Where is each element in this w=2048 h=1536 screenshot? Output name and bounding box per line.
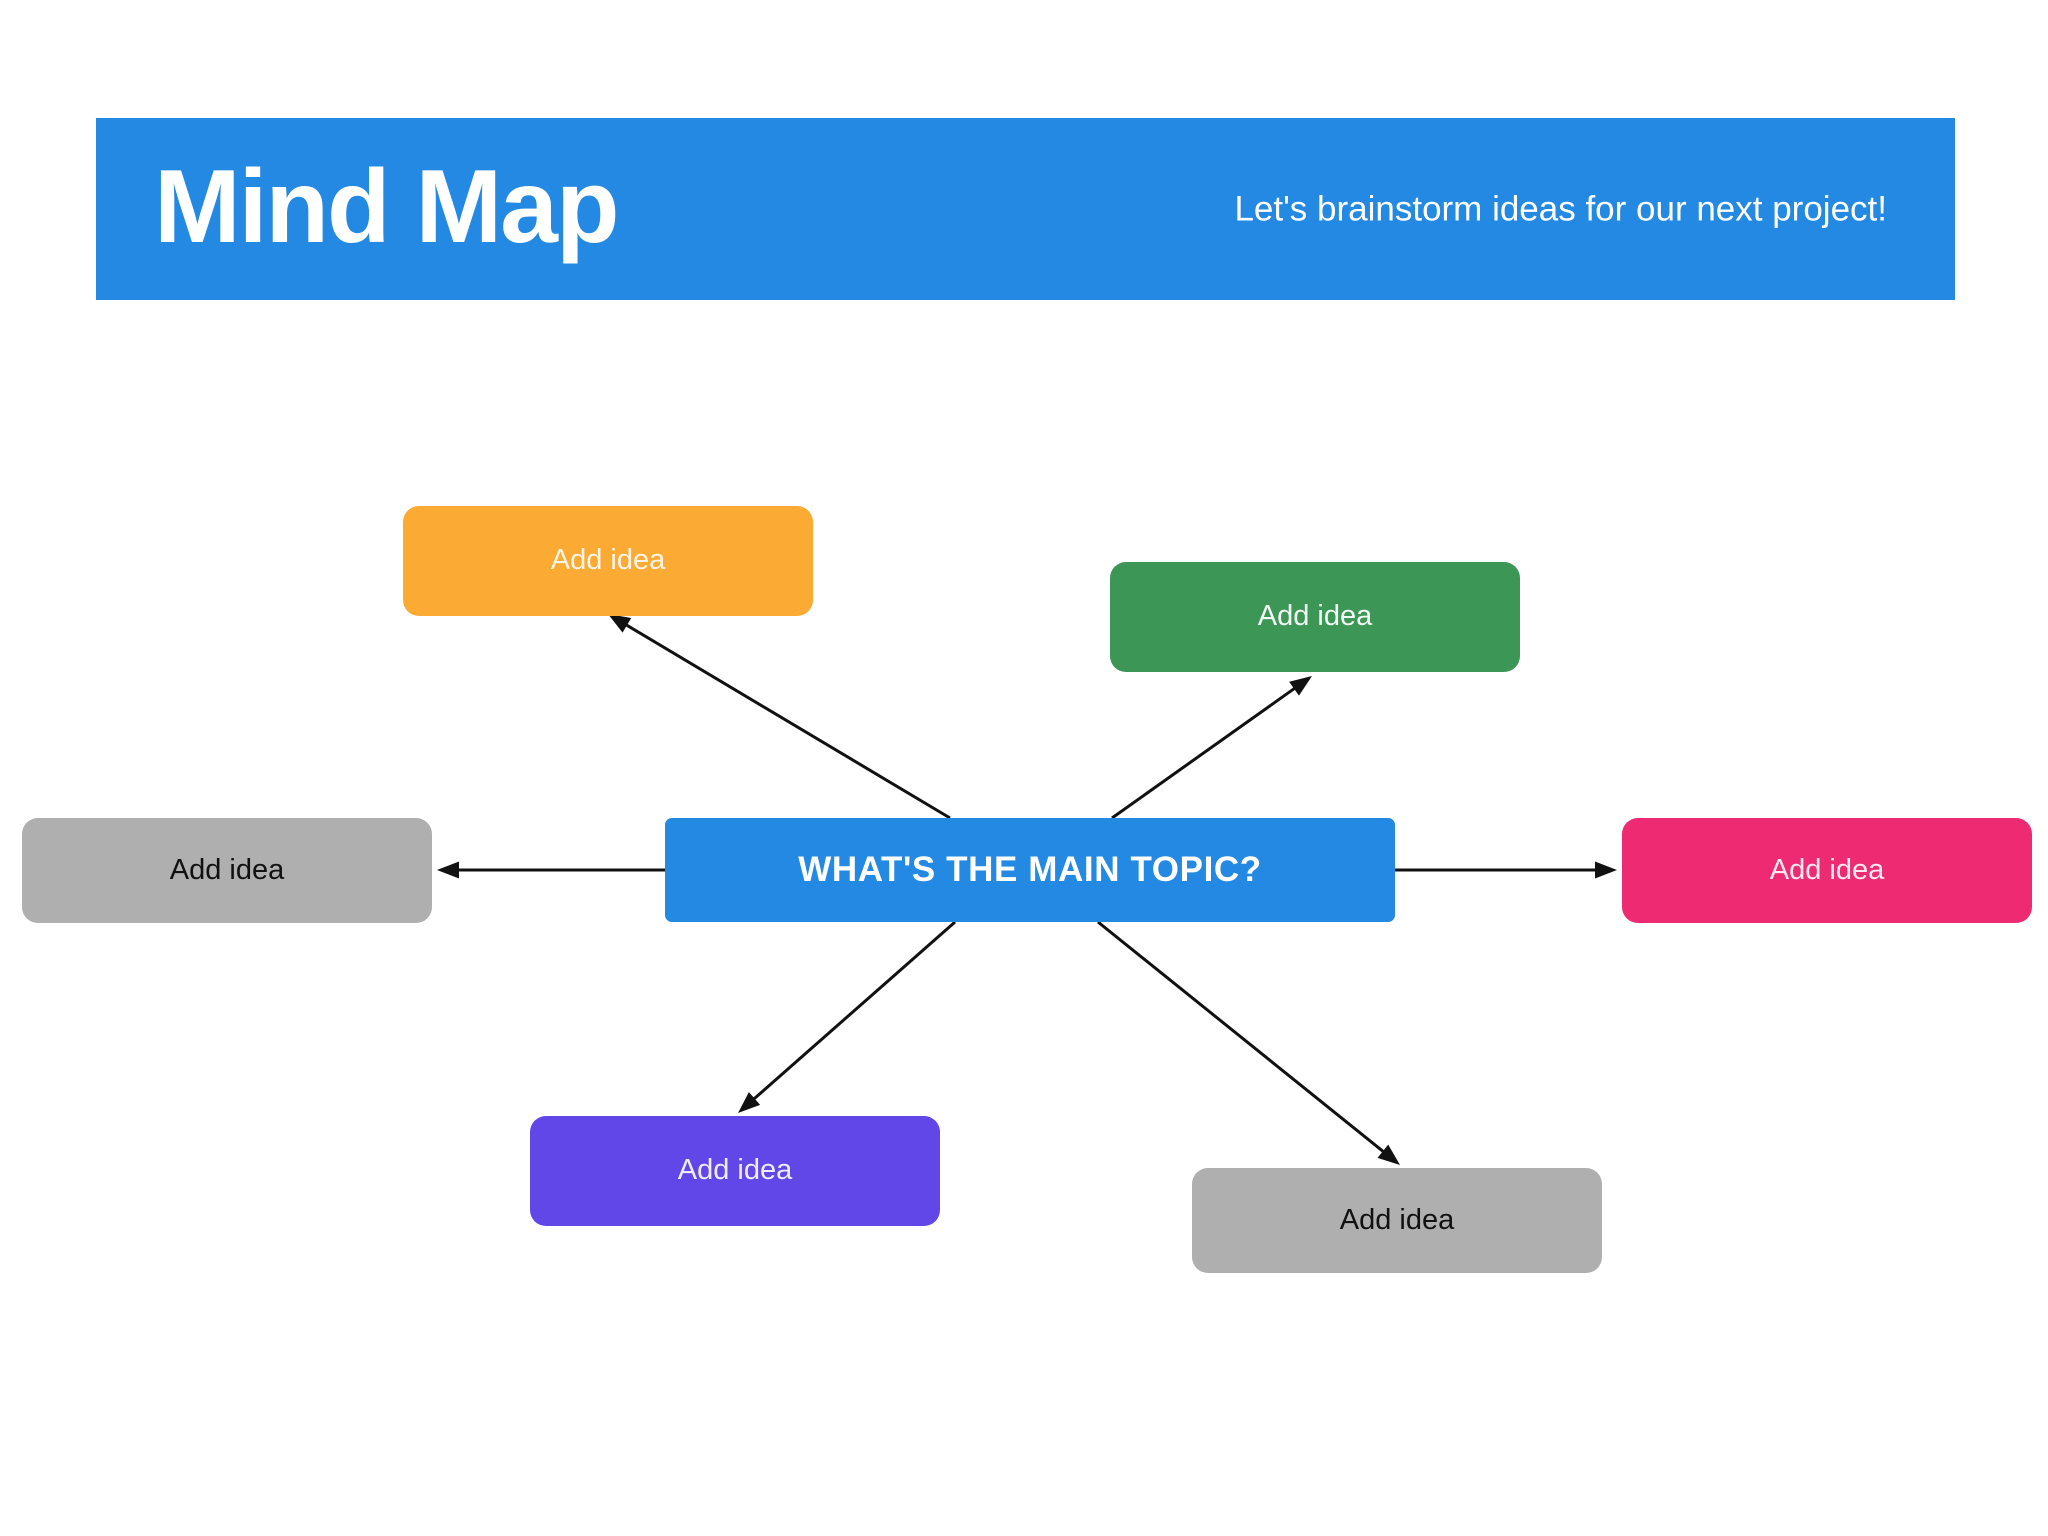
idea-node-label: Add idea xyxy=(169,853,285,886)
idea-node-label: Add idea xyxy=(1257,600,1373,633)
header-banner: Mind Map Let's brainstorm ideas for our … xyxy=(96,118,1955,300)
edge-to-purple-arrowhead xyxy=(738,1092,761,1113)
idea-node[interactable]: Add idea xyxy=(1110,562,1520,672)
edge-to-orange-arrowhead xyxy=(608,614,632,633)
edge-to-gray-bottom-arrowhead xyxy=(1377,1144,1400,1165)
edge-to-gray-left-arrowhead xyxy=(437,861,459,879)
idea-node-label: Add idea xyxy=(550,544,666,577)
edge-to-purple xyxy=(751,920,956,1102)
idea-node[interactable]: Add idea xyxy=(22,818,432,923)
edge-to-orange xyxy=(623,622,951,820)
idea-node-label: Add idea xyxy=(677,1154,793,1187)
idea-node[interactable]: Add idea xyxy=(1622,818,2032,923)
page-title: Mind Map xyxy=(154,148,619,265)
idea-node-label: Add idea xyxy=(1339,1203,1455,1236)
edge-to-green-arrowhead xyxy=(1289,676,1312,696)
central-topic-label: WHAT'S THE MAIN TOPIC? xyxy=(798,849,1262,889)
idea-node-label: Add idea xyxy=(1769,853,1885,886)
idea-node[interactable]: Add idea xyxy=(530,1116,940,1226)
header-subtitle: Let's brainstorm ideas for our next proj… xyxy=(1234,189,1887,229)
central-topic-node[interactable]: WHAT'S THE MAIN TOPIC? xyxy=(665,818,1395,922)
edge-to-pink-arrowhead xyxy=(1595,861,1617,879)
idea-node[interactable]: Add idea xyxy=(403,506,813,616)
idea-node[interactable]: Add idea xyxy=(1192,1168,1602,1273)
edge-to-gray-bottom xyxy=(1097,920,1387,1155)
edge-to-green xyxy=(1111,685,1298,820)
